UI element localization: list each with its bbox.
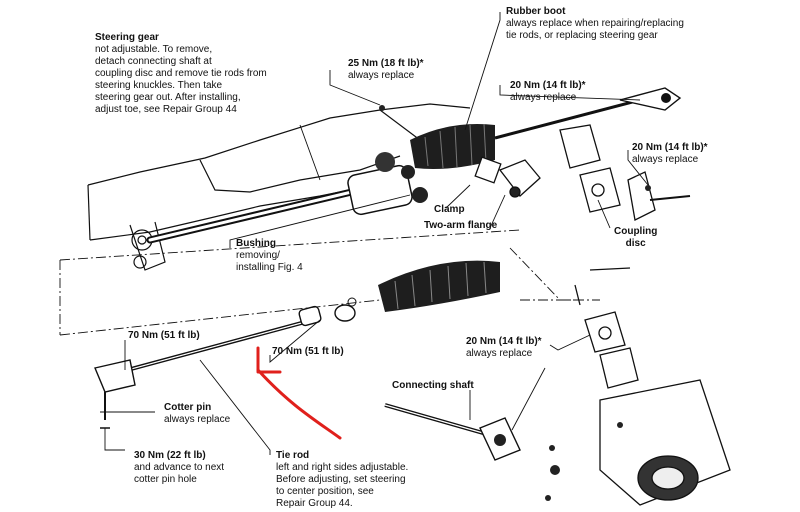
label-torque-20-top-title: 20 Nm (14 ft lb)* [510, 80, 586, 91]
label-rubber-boot-title: Rubber boot [506, 6, 566, 17]
label-steering-gear-line: steering knuckles. Then take [95, 80, 223, 91]
tie-rod-lower [94, 297, 357, 429]
label-cotter-pin-line: always replace [164, 414, 231, 425]
label-bushing-line: installing Fig. 4 [236, 262, 303, 273]
label-cotter-pin: Cotter pin always replace [164, 402, 230, 426]
label-torque-20-mid: 20 Nm (14 ft lb)* always replace [466, 336, 542, 360]
label-connecting-shaft-title: Connecting shaft [392, 380, 474, 391]
label-torque-20-mid-title: 20 Nm (14 ft lb)* [466, 336, 542, 347]
label-torque-20-right-title: 20 Nm (14 ft lb)* [632, 142, 708, 153]
label-torque-70-left: 70 Nm (51 ft lb) [128, 330, 200, 342]
label-torque-20-right: 20 Nm (14 ft lb)* always replace [632, 142, 708, 166]
coupling-assembly [474, 124, 691, 221]
label-rubber-boot-line: tie rods, or replacing steering gear [506, 30, 658, 41]
steering-column-parts [574, 267, 731, 506]
label-torque-25: 25 Nm (18 ft lb)* always replace [348, 58, 424, 82]
label-steering-gear: Steering gear not adjustable. To remove,… [95, 32, 267, 116]
label-torque-25-line: always replace [348, 70, 415, 81]
connecting-shaft [384, 403, 521, 461]
label-steering-gear-line: not adjustable. To remove, [95, 44, 213, 55]
label-torque-30-line: cotter pin hole [134, 474, 197, 485]
label-torque-30: 30 Nm (22 ft lb) and advance to next cot… [134, 450, 224, 486]
label-torque-25-title: 25 Nm (18 ft lb)* [348, 58, 424, 69]
label-steering-gear-line: coupling disc and remove tie rods from [95, 68, 267, 79]
label-cotter-pin-title: Cotter pin [164, 402, 212, 413]
label-connecting-shaft: Connecting shaft [392, 380, 474, 392]
label-steering-gear-title: Steering gear [95, 32, 159, 43]
label-bushing-title: Bushing [236, 238, 276, 249]
label-rubber-boot-line: always replace when repairing/replacing [506, 18, 684, 29]
label-tie-rod-line: Repair Group 44. [276, 498, 353, 509]
label-torque-20-right-line: always replace [632, 154, 699, 165]
steering-gear-rack [146, 152, 428, 244]
label-steering-gear-line: adjust toe, see Repair Group 44 [95, 104, 237, 115]
label-coupling-disc: Coupling disc [614, 226, 657, 250]
label-torque-20-mid-line: always replace [466, 348, 533, 359]
label-steering-gear-line: detach connecting shaft at [95, 56, 212, 67]
label-rubber-boot: Rubber boot always replace when repairin… [506, 6, 684, 42]
label-coupling-disc-title: Coupling [614, 226, 658, 237]
label-torque-30-line: and advance to next [134, 462, 225, 473]
label-torque-70-right: 70 Nm (51 ft lb) [272, 346, 344, 358]
label-bushing-line: removing/ [236, 250, 280, 261]
rubber-boot-lower [378, 260, 500, 312]
label-torque-30-title: 30 Nm (22 ft lb) [134, 450, 206, 461]
label-torque-20-top: 20 Nm (14 ft lb)* always replace [510, 80, 586, 104]
label-torque-20-top-line: always replace [510, 92, 577, 103]
label-torque-70-left-title: 70 Nm (51 ft lb) [128, 330, 200, 341]
label-tie-rod-line: left and right sides adjustable. [276, 462, 409, 473]
fasteners [379, 105, 651, 501]
alignment-lines [59, 229, 600, 336]
rubber-boot-upper [410, 123, 495, 169]
label-steering-gear-line: steering gear out. After installing, [95, 92, 241, 103]
label-two-arm-flange: Two-arm flange [424, 220, 497, 232]
tie-rod-upper [494, 87, 682, 140]
label-clamp-title: Clamp [434, 204, 465, 215]
label-tie-rod-line: Before adjusting, set steering [276, 474, 406, 485]
label-clamp: Clamp [434, 204, 465, 216]
label-tie-rod-line: to center position, see [276, 486, 374, 497]
label-tie-rod-title: Tie rod [276, 450, 310, 461]
leader-lines [100, 12, 649, 455]
label-torque-70-right-title: 70 Nm (51 ft lb) [272, 346, 344, 357]
red-annotation-arrow [256, 346, 342, 440]
label-two-arm-flange-title: Two-arm flange [424, 220, 498, 231]
label-bushing: Bushing removing/ installing Fig. 4 [236, 238, 303, 274]
label-coupling-disc-line: disc [625, 238, 646, 249]
label-tie-rod: Tie rod left and right sides adjustable.… [276, 450, 408, 510]
